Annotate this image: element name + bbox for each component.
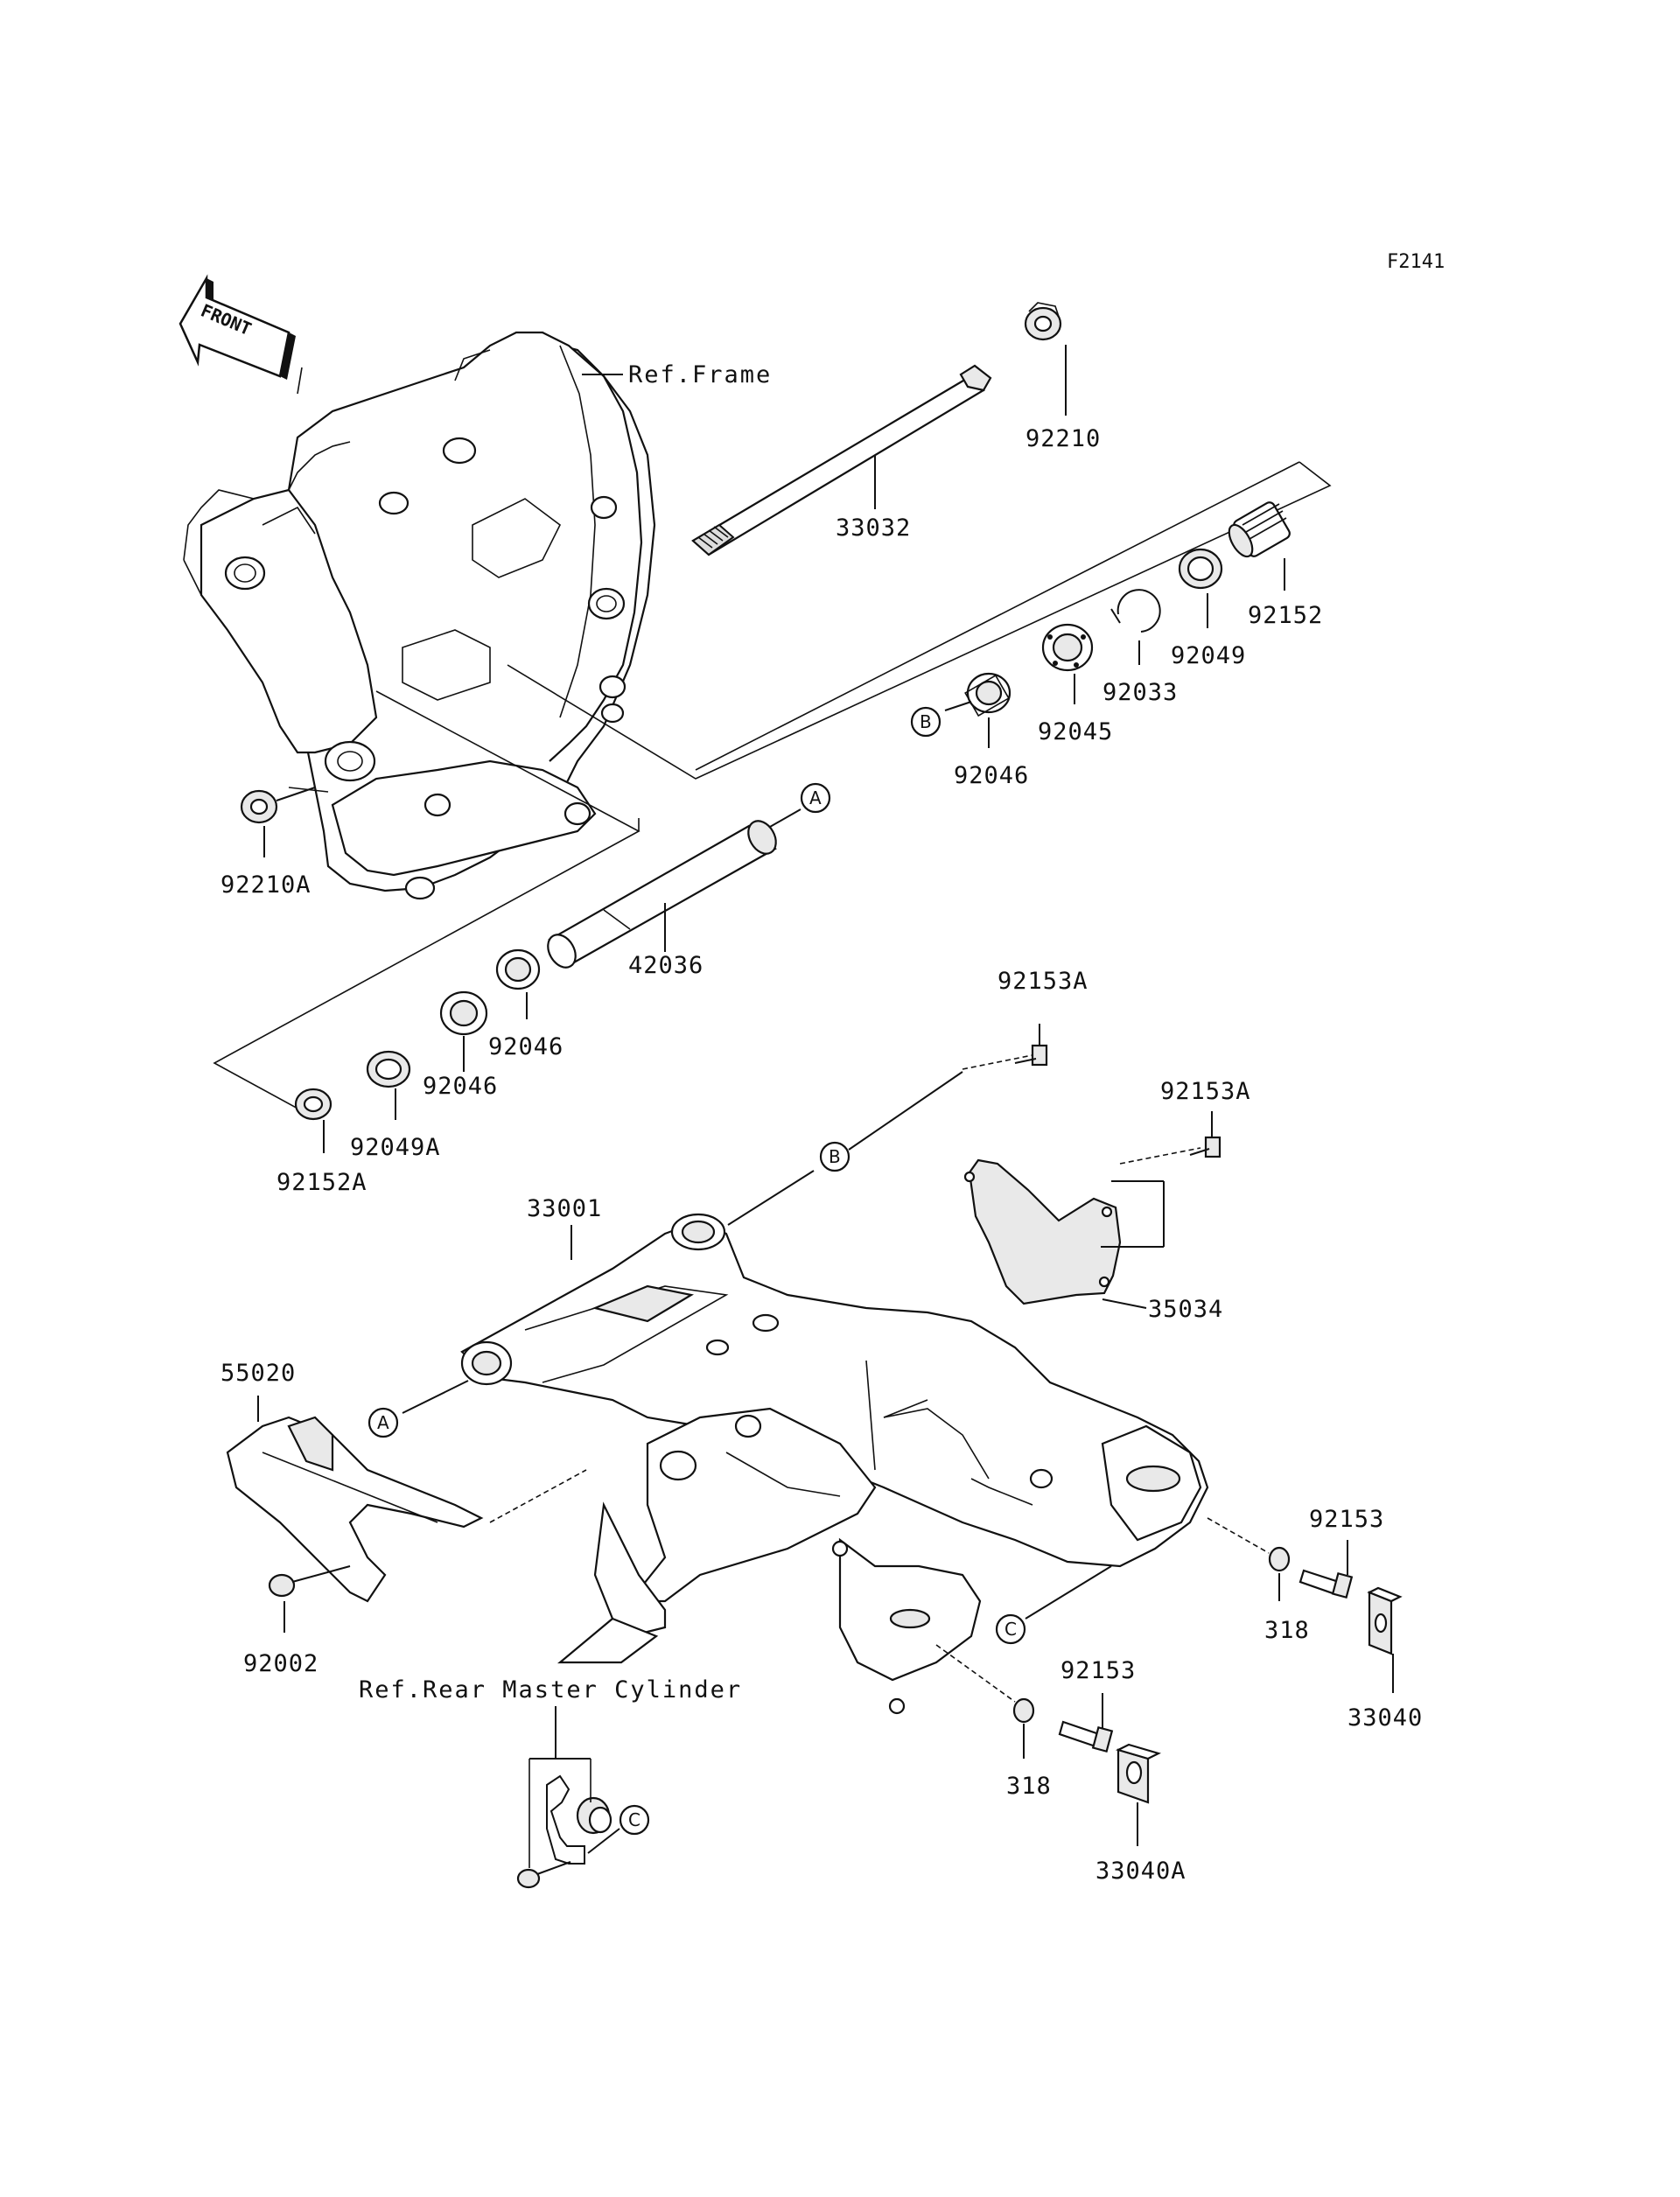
nut-92210A	[240, 789, 278, 824]
label-92049A: 92049A	[350, 1134, 441, 1161]
label-42036: 42036	[628, 952, 704, 979]
label-92210A: 92210A	[220, 871, 312, 899]
label-35034: 35034	[1148, 1296, 1223, 1323]
swingarm-33001	[460, 1213, 1209, 1715]
ref-rear-master-cylinder-label: Ref.Rear Master Cylinder	[359, 1676, 742, 1704]
label-92046-upper: 92046	[954, 762, 1029, 789]
label-92002: 92002	[243, 1650, 318, 1677]
bolt-92002	[268, 1565, 351, 1598]
adjuster-33040A	[1116, 1743, 1161, 1804]
bolt-92153-right	[1298, 1569, 1354, 1599]
ref-frame-label: Ref.Frame	[628, 361, 772, 388]
front-arrow-icon: FRONT	[178, 274, 296, 380]
label-92153A-b: 92153A	[1160, 1078, 1251, 1105]
label-92033: 92033	[1102, 679, 1178, 706]
circlip-92033	[1110, 589, 1161, 633]
label-92046-b: 92046	[423, 1073, 498, 1100]
callout-c-right: C	[995, 1613, 1026, 1645]
needle-bearing-92046-upper	[964, 672, 1012, 717]
chain-guard-55020	[226, 1416, 484, 1603]
label-92046-a: 92046	[488, 1033, 564, 1060]
label-92152: 92152	[1248, 602, 1323, 629]
label-55020: 55020	[220, 1360, 296, 1387]
svg-text:A: A	[377, 1412, 389, 1433]
callout-b-middle: B	[819, 1141, 850, 1172]
label-92045: 92045	[1038, 718, 1113, 745]
bolt-92153A-b	[1189, 1136, 1222, 1158]
frame-drawing	[183, 331, 656, 900]
svg-text:B: B	[829, 1146, 841, 1167]
diagram-code: F2141	[1387, 251, 1445, 273]
master-cylinder-bracket	[528, 1759, 612, 1868]
label-318-right: 318	[1264, 1617, 1310, 1644]
bolt-92153A-a	[1014, 1044, 1048, 1067]
label-92210: 92210	[1026, 425, 1101, 452]
sleeve-42036	[547, 820, 777, 969]
seal-92049	[1178, 548, 1223, 590]
svg-text:A: A	[809, 787, 822, 808]
callout-a-lower: A	[368, 1407, 399, 1438]
label-33032: 33032	[836, 514, 911, 542]
nut-318-lower	[935, 1644, 1035, 1724]
pivot-shaft-33032	[691, 364, 992, 556]
label-92153-lower: 92153	[1060, 1657, 1136, 1684]
label-33040: 33040	[1348, 1704, 1423, 1732]
adjuster-33040	[1367, 1586, 1403, 1655]
label-33001: 33001	[527, 1195, 602, 1222]
label-92049: 92049	[1171, 642, 1246, 669]
bolt-92153-lower	[1058, 1720, 1114, 1753]
svg-text:C: C	[628, 1809, 640, 1830]
bolt-master-cylinder	[516, 1861, 571, 1889]
label-318-lower: 318	[1006, 1773, 1052, 1800]
nut-318-right	[1207, 1517, 1291, 1572]
cover-35034	[963, 1158, 1122, 1305]
label-92152A: 92152A	[276, 1169, 368, 1196]
svg-text:B: B	[920, 711, 932, 732]
seal-92049A	[366, 1050, 411, 1088]
nut-92210	[1024, 302, 1062, 341]
needle-bearing-92046-b	[439, 990, 488, 1036]
label-33040A: 33040A	[1096, 1858, 1186, 1885]
label-92153A-a: 92153A	[998, 968, 1088, 995]
collar-92152A	[294, 1088, 332, 1121]
callout-c-lower: C	[619, 1804, 650, 1836]
bearing-92045	[1041, 623, 1094, 672]
callout-b-upper: B	[910, 706, 942, 738]
needle-bearing-92046-a	[495, 948, 541, 990]
callout-a-upper: A	[800, 782, 831, 814]
collar-92152	[1228, 501, 1291, 558]
label-92153-right: 92153	[1309, 1506, 1384, 1533]
svg-text:C: C	[1004, 1619, 1017, 1640]
